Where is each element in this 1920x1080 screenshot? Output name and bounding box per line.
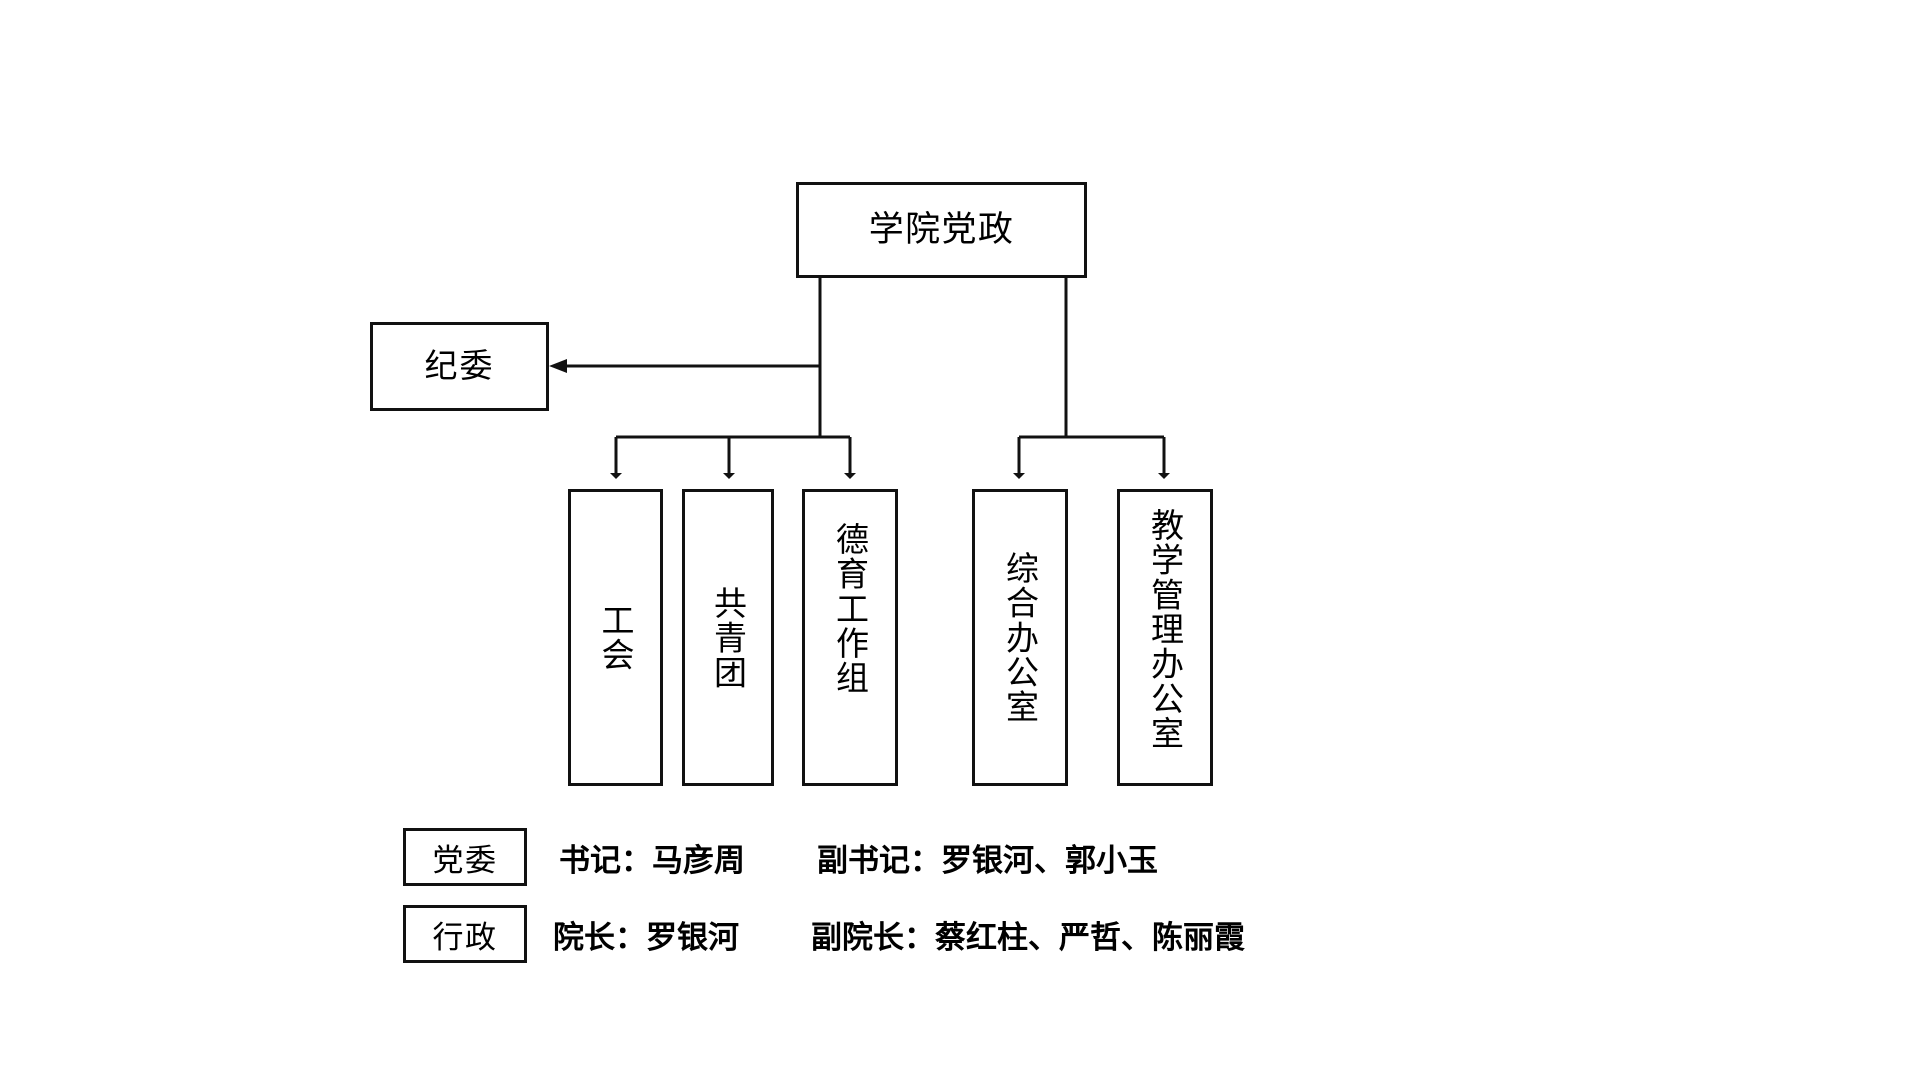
node-moral-education-group[interactable]: 德育工作组	[802, 489, 898, 786]
legend-vice-deans: 副院长：蔡红柱、严哲、陈丽霞	[811, 912, 1245, 957]
legend-dean: 院长：罗银河	[553, 912, 739, 957]
legend-party-deputy-text: 副书记：罗银河、郭小玉	[817, 842, 1158, 878]
node-label-jiaoxue: 教学管理办公室	[1146, 508, 1184, 751]
legend-dean-text: 院长：罗银河	[553, 919, 739, 955]
node-teaching-management-office[interactable]: 教学管理办公室	[1117, 489, 1213, 786]
node-discipline-commission[interactable]: 纪委	[370, 322, 549, 411]
node-college-party-admin[interactable]: 学院党政	[796, 182, 1087, 278]
node-label-zonghe: 综合办公室	[1001, 550, 1039, 725]
legend-tag-admin[interactable]: 行政	[403, 905, 527, 963]
node-label-deyu: 德育工作组	[831, 522, 869, 696]
legend-tag-label-party: 党委	[432, 842, 498, 878]
node-general-office[interactable]: 综合办公室	[972, 489, 1068, 786]
legend-party-secretary-text: 书记：马彦周	[559, 842, 745, 878]
legend-party-deputy-secretaries: 副书记：罗银河、郭小玉	[817, 835, 1158, 880]
legend-tag-party[interactable]: 党委	[403, 828, 527, 886]
arrowhead-jiwei	[549, 359, 567, 373]
node-label-root: 学院党政	[868, 209, 1015, 249]
node-label-gonghui: 工会	[597, 602, 634, 673]
legend-tag-label-admin: 行政	[432, 919, 498, 955]
legend-row-administration: 行政 院长：罗银河 副院长：蔡红柱、严哲、陈丽霞	[403, 905, 1245, 963]
node-label-gongqing: 共青团	[709, 585, 747, 690]
node-label-jiwei: 纪委	[424, 347, 495, 385]
node-labor-union[interactable]: 工会	[568, 489, 663, 786]
legend-row-party-committee: 党委 书记：马彦周 副书记：罗银河、郭小玉	[403, 828, 1158, 886]
legend-party-secretary: 书记：马彦周	[559, 835, 745, 880]
legend-vice-deans-text: 副院长：蔡红柱、严哲、陈丽霞	[811, 919, 1245, 955]
node-youth-league[interactable]: 共青团	[682, 489, 774, 786]
